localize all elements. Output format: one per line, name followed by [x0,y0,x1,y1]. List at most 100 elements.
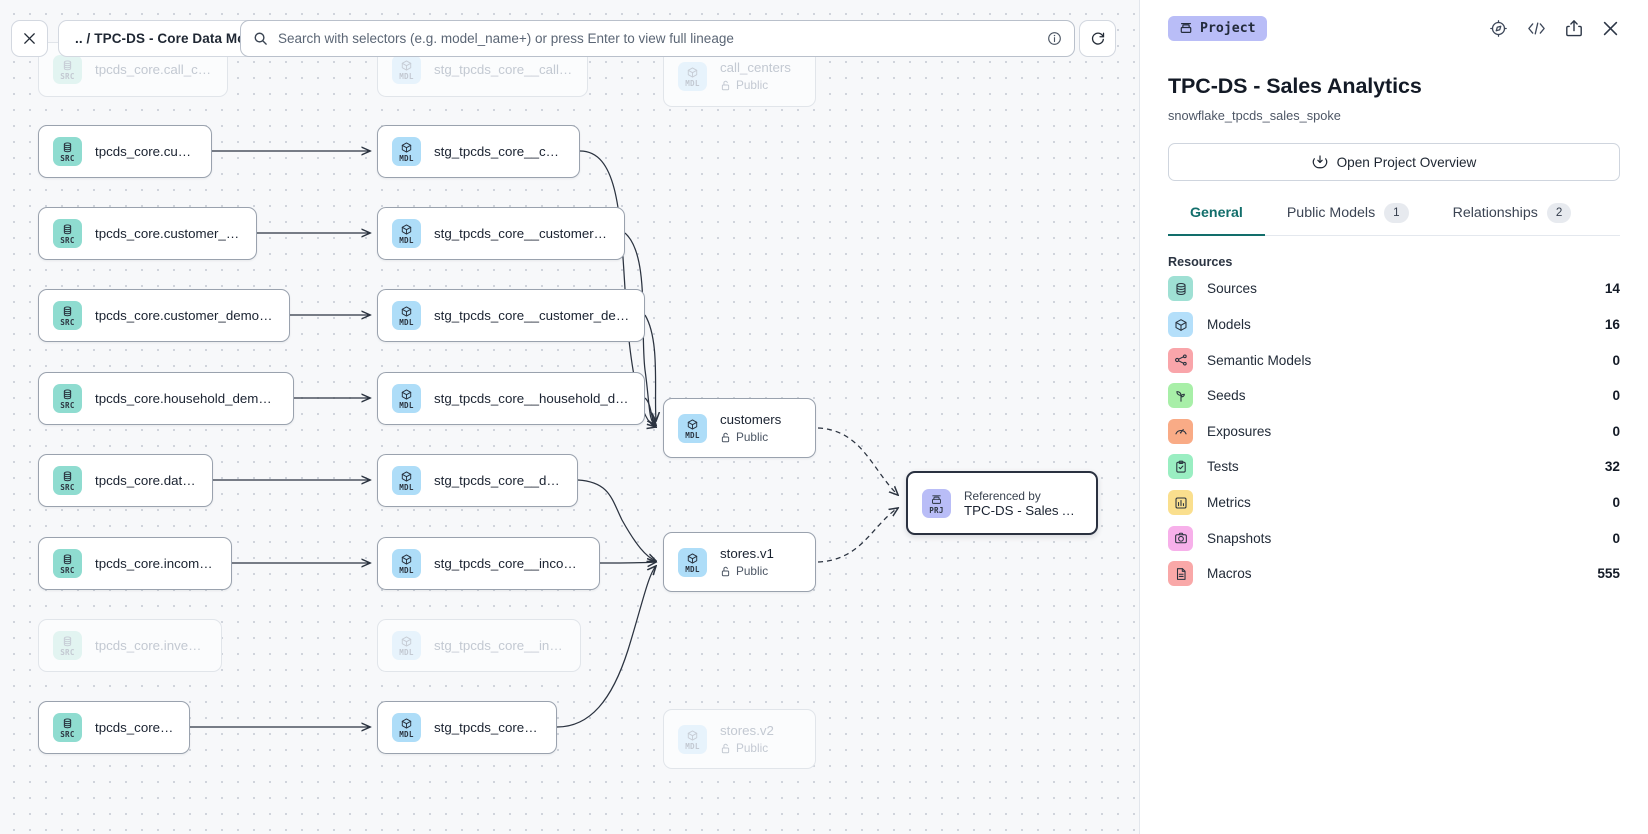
panel-action-icons [1489,19,1620,38]
lock-icon [720,566,731,577]
node-label: call_centers [720,60,791,75]
node-type-icon-mdl: MDL [392,713,421,742]
node-type-icon-mdl: MDL [392,219,421,248]
node-label: tpcds_core.income_band [95,556,217,571]
clipboard-icon [1168,454,1193,480]
node-label: tpcds_core.date_dim [95,473,198,488]
node-type-icon-mdl: MDL [392,466,421,495]
project-badge-label: Project [1200,20,1256,36]
tab-label: Relationships [1452,204,1538,221]
close-icon[interactable] [1601,19,1620,38]
close-graph-button[interactable] [11,20,48,57]
resource-name: Snapshots [1207,530,1272,546]
project-type-badge[interactable]: Project [1168,15,1267,41]
resource-count: 555 [1597,566,1620,582]
node-type-icon-src: SRC [53,549,82,578]
lock-icon [720,80,731,91]
graph-node-mdl-stg-customer[interactable]: MDL stg_tpcds_core__customer [377,125,580,178]
resource-count: 0 [1612,495,1620,510]
resource-row-models[interactable]: Models 16 [1168,309,1620,340]
refresh-button[interactable] [1079,20,1116,57]
resource-count: 32 [1604,459,1620,475]
node-type-icon-prj: PRJ [922,488,951,518]
node-type-icon-mdl: MDL [392,631,421,660]
node-type-icon-mdl: MDL [392,137,421,166]
explore-icon[interactable] [1489,19,1508,38]
node-type-icon-src: SRC [53,384,82,413]
code-icon[interactable] [1526,19,1547,38]
panel-subtitle: snowflake_tpcds_sales_spoke [1168,108,1341,123]
graph-node-src-date-dim[interactable]: SRC tpcds_core.date_dim [38,454,213,507]
search-input[interactable] [278,31,1039,46]
search-bar[interactable] [240,20,1075,57]
node-label: stg_tpcds_core__customer_demogra… [434,308,630,323]
camera-icon [1168,525,1193,551]
graph-icon [1168,347,1193,373]
graph-node-mdl-stg-household[interactable]: MDL stg_tpcds_core__household_demogr… [377,372,645,425]
node-type-icon-src: SRC [53,631,82,660]
lock-icon [720,743,731,754]
file-icon [1168,561,1193,587]
resource-name: Models [1207,317,1251,333]
node-type-icon-src: SRC [53,466,82,495]
node-type-icon-mdl: MDL [392,384,421,413]
node-type-icon-mdl: MDL [392,55,421,84]
database-icon [1168,276,1193,302]
info-icon[interactable] [1047,31,1062,46]
resource-name: Exposures [1207,423,1272,439]
resources-heading: Resources [1168,254,1233,269]
node-type-icon-mdl: MDL [678,61,707,91]
node-type-icon-mdl: MDL [678,724,707,754]
tab-label: Public Models [1286,204,1376,221]
details-side-panel: Project [1139,0,1648,834]
chart-icon [1168,490,1193,515]
node-label: stg_tpcds_core__household_demogr… [434,391,630,406]
node-label: tpcds_core.customer_demographics [95,308,275,323]
graph-node-mdl-stg-cust-demo[interactable]: MDLstg_tpcds_core__customer_demogra… [377,289,645,342]
node-label: stg_tpcds_core__customer [434,144,565,159]
resource-row-macros[interactable]: Macros 555 [1168,558,1620,589]
node-access: Public [720,430,781,444]
close-icon [22,31,37,46]
tab-general[interactable]: General [1168,203,1265,236]
open-project-overview-button[interactable]: Open Project Overview [1168,143,1620,181]
resource-count: 16 [1604,317,1620,333]
project-icon [1179,21,1193,35]
node-label: stg_tpcds_core__customer_address [434,226,610,241]
tab-count: 2 [1546,203,1572,223]
tab-relationships[interactable]: Relationships 2 [1431,203,1594,236]
lineage-canvas[interactable]: .. / TPC-DS - Core Data Models [0,0,1139,834]
share-icon[interactable] [1565,19,1583,38]
page-title: TPC-DS - Sales Analytics [1168,74,1422,98]
node-access: Public [720,78,791,92]
resource-name: Semantic Models [1207,352,1312,368]
resource-name: Macros [1207,566,1252,582]
graph-node-src-income-band[interactable]: SRC tpcds_core.income_band [38,537,232,590]
graph-node-mdl-stg-cust-addr[interactable]: MDL stg_tpcds_core__customer_address [377,207,625,260]
node-type-icon-mdl: MDL [678,413,707,443]
